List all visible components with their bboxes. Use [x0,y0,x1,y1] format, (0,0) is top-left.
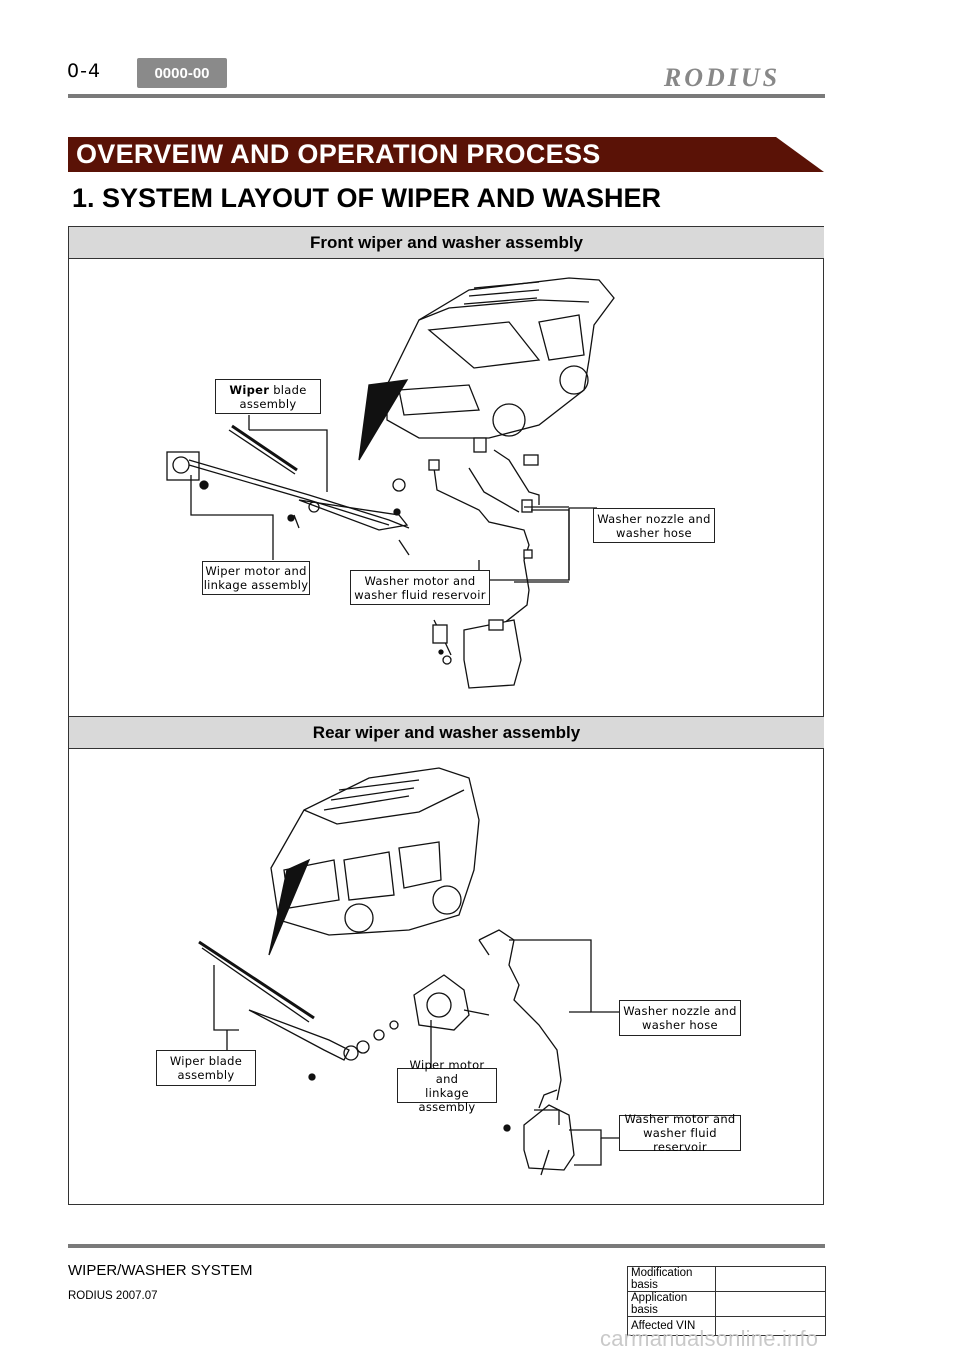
table-row: Application basis [627,1291,826,1317]
callout-text: washer fluid reservoir [643,1126,717,1154]
page-number: 0-4 [67,60,102,82]
front-washer-nozzle-callout: Washer nozzle and washer hose [593,508,715,543]
header-rule [68,94,825,98]
callout-text: Wiper motor and [205,564,307,578]
front-wiper-motor-callout: Wiper motor and linkage assembly [202,561,310,595]
table-row: Affected VIN [627,1316,826,1336]
table-label: Affected VIN [627,1316,716,1336]
callout-text: linkage assembly [203,578,309,592]
front-washer-reservoir-callout: Washer motor and washer fluid reservoir [350,570,490,605]
callout-bold-word: Wiper [229,382,270,397]
banner-title: OVERVEIW AND OPERATION PROCESS [76,139,601,169]
rear-wiper-diagram [198,767,619,1176]
table-label: Modification basis [627,1266,716,1292]
section-code-badge: 0000-00 [137,58,227,88]
table-label: Application basis [627,1291,716,1317]
callout-text: Washer motor and [364,573,476,588]
revision-info-table: Modification basis Application basis Aff… [627,1266,826,1336]
watermark-text: carmanualsonline.info [600,1326,819,1351]
callout-text: washer hose [642,1018,718,1032]
callout-text: assembly [239,396,297,411]
rear-panel-heading: Rear wiper and washer assembly [69,716,824,749]
callout-text: blade [269,382,307,397]
section-banner [68,137,824,172]
svg-text:RODIUS: RODIUS [663,63,780,92]
footer-system-title: WIPER/WASHER SYSTEM [68,1262,253,1279]
front-car-illustration [386,277,615,439]
rear-washer-nozzle-callout: Washer nozzle and washer hose [619,1000,741,1036]
section-title: 1. SYSTEM LAYOUT OF WIPER AND WASHER [72,183,662,213]
rear-wiper-motor-callout: Wiper motor and linkage assembly [397,1058,497,1114]
table-row: Modification basis [627,1266,826,1292]
callout-text: Wiper blade [169,1054,243,1068]
callout-text: Washer nozzle and [597,511,711,526]
callout-text: Washer nozzle and [623,1004,737,1018]
rear-wiper-blade-callout: Wiper blade assembly [156,1050,256,1086]
front-wiper-diagram [166,277,615,689]
callout-text: assembly [177,1068,235,1082]
brand-logo: RODIUS [663,63,780,92]
callout-text: washer fluid reservoir [354,587,486,602]
table-value [715,1266,826,1292]
rear-washer-reservoir-callout: Washer motor and washer fluid reservoir [619,1112,741,1154]
front-wiper-blade-callout: Wiper blade assembly [215,379,321,414]
table-value [715,1291,826,1317]
rear-car-illustration [270,767,480,936]
footer-rule [68,1244,825,1248]
callout-text: Washer motor and [624,1112,736,1126]
callout-text: Wiper motor and [409,1057,485,1086]
table-value [715,1316,826,1336]
footer-model-date: RODIUS 2007.07 [68,1290,158,1302]
callout-text: washer hose [616,525,692,540]
front-panel-heading: Front wiper and washer assembly [69,226,824,259]
callout-text: linkage assembly [418,1085,476,1114]
